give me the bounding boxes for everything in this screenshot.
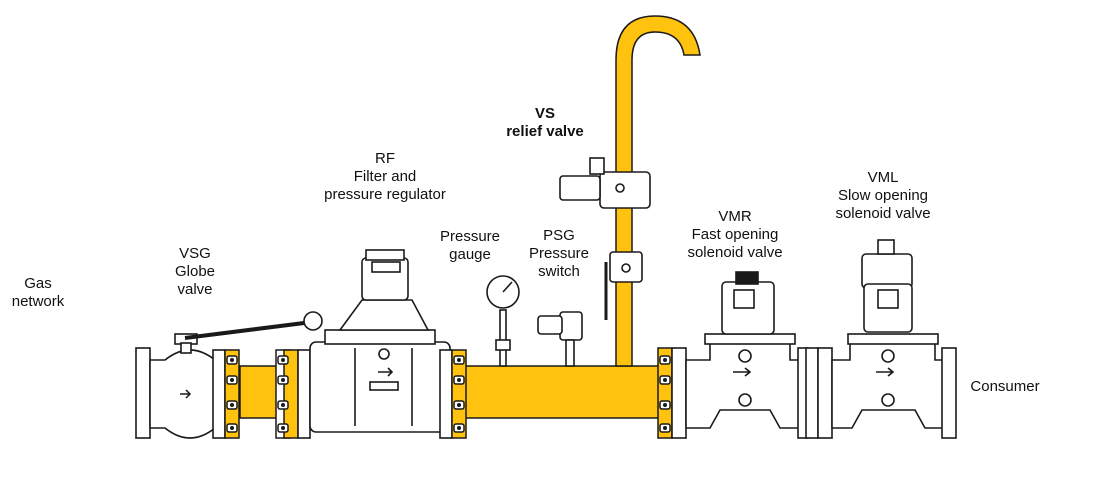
label-line: relief valve <box>506 123 584 140</box>
relief-valve <box>559 157 651 320</box>
label-line: Globe <box>174 263 216 280</box>
label-vsg: VSG Globe valve <box>150 245 240 299</box>
label-line: Fast opening <box>691 226 779 243</box>
label-line: PSG <box>543 227 575 244</box>
label-line: Slow opening <box>837 187 929 204</box>
slow-solenoid-valve <box>817 239 957 439</box>
label-line: VML <box>867 169 899 186</box>
yellow-pipe <box>239 15 701 419</box>
label-line: Consumer <box>970 378 1040 395</box>
label-line: solenoid valve <box>687 244 783 261</box>
label-pressure-gauge: Pressure gauge <box>430 228 510 264</box>
label-line: Gas <box>24 275 52 292</box>
label-line: pressure regulator <box>324 186 446 203</box>
label-line: Pressure <box>439 228 501 245</box>
label-line: gauge <box>449 246 491 263</box>
label-line: Filter and <box>353 168 417 185</box>
label-line: Pressure <box>528 245 590 262</box>
pressure-gauge <box>486 275 520 367</box>
label-line: VS <box>534 105 555 122</box>
filter-regulator <box>297 249 453 439</box>
label-gas-network: Gas network <box>2 275 74 311</box>
label-rf: RF Filter and pressure regulator <box>300 150 470 204</box>
label-vml: VML Slow opening solenoid valve <box>818 169 948 223</box>
label-line: network <box>11 293 65 310</box>
label-psg: PSG Pressure switch <box>522 227 596 281</box>
pressure-switch <box>537 311 583 367</box>
fast-solenoid-valve <box>671 271 819 439</box>
label-line: switch <box>538 263 580 280</box>
label-consumer: Consumer <box>960 378 1050 396</box>
flange-bolts-vsg <box>224 349 299 439</box>
flange-bolts-vmr <box>657 347 673 439</box>
label-vs: VS relief valve <box>490 105 600 141</box>
globe-valve <box>135 311 323 439</box>
label-line: VMR <box>718 208 752 225</box>
label-line: RF <box>375 150 395 167</box>
label-line: VSG <box>179 245 211 262</box>
flange-bolts-rf <box>451 349 467 439</box>
label-vmr: VMR Fast opening solenoid valve <box>670 208 800 262</box>
label-line: solenoid valve <box>835 205 931 222</box>
label-line: valve <box>177 281 213 298</box>
